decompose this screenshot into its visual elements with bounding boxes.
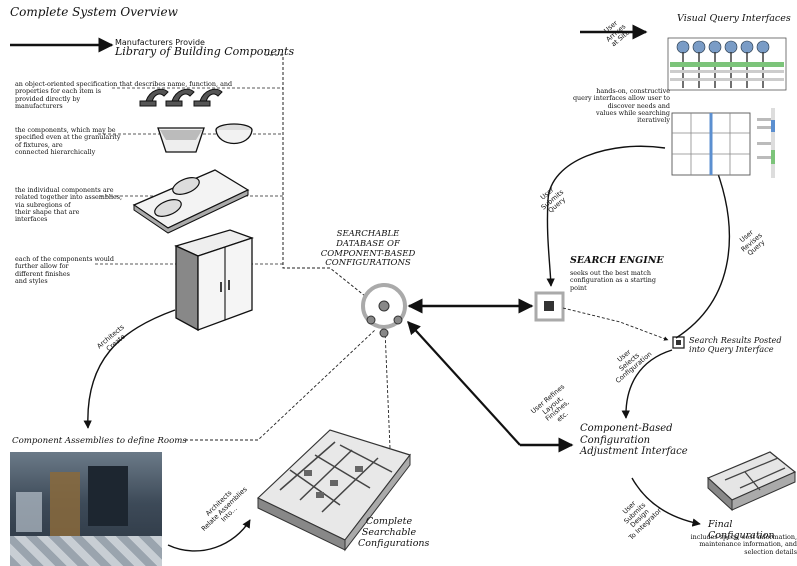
hands-on-description: hands-on, constructive query interfaces …: [560, 88, 670, 125]
description-assemblies: the individual components are related to…: [15, 187, 165, 224]
db-adjust-double-arrow: [408, 322, 520, 445]
room-rendering-photo: [10, 452, 162, 566]
description-finishes: each of the components would further all…: [15, 256, 165, 285]
configs-dashed-link: [385, 330, 390, 448]
query-slider-widget: [668, 38, 786, 90]
page-title: Complete System Overview: [10, 6, 178, 20]
revise-query-arc: [676, 158, 729, 338]
final-configuration-illustration: [708, 452, 795, 510]
cabinet-illustration: [176, 230, 252, 330]
complete-searchable-label: Complete Searchable Configurations: [358, 517, 420, 550]
query-grid-widget: [672, 108, 775, 178]
component-assemblies-label: Component Assemblies to define Rooms: [12, 437, 187, 447]
results-dashed-arrow: [563, 308, 668, 340]
description-hierarchy: the components, which may be specified e…: [15, 127, 165, 156]
assemblies-dashed-link: [185, 330, 375, 440]
search-engine-title: SEARCH ENGINE: [570, 256, 664, 267]
visual-query-label: Visual Query Interfaces: [677, 14, 791, 25]
description-object-spec: an object-oriented specification that de…: [15, 81, 245, 110]
search-results-label: Search Results Posted into Query Interfa…: [689, 336, 782, 355]
basin-components-illustration: [158, 124, 252, 152]
search-engine-description: seeks out the best match configuration a…: [570, 270, 670, 292]
adjustment-interface-label: Component-Based Configuration Adjustment…: [580, 423, 688, 458]
architects-create-arc: [88, 310, 175, 428]
database-label: SEARCHABLE DATABASE OF COMPONENT-BASED C…: [318, 230, 418, 269]
library-label: Library of Building Components: [115, 46, 294, 59]
final-configuration-description: includes specs, cost information, mainte…: [688, 534, 797, 556]
